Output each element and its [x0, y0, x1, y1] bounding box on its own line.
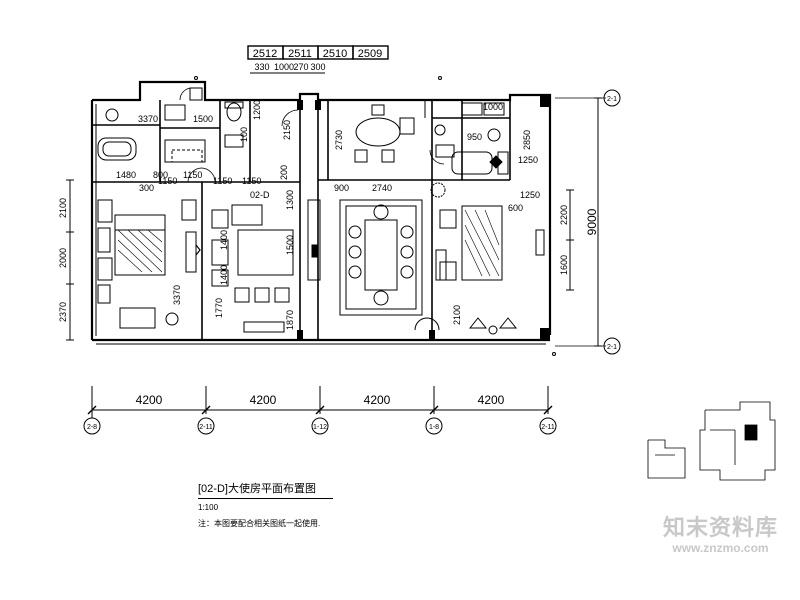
bottom-bubble-4: 1-8 [429, 424, 439, 431]
dim-o: 1300 [285, 190, 295, 210]
watermark: 知末资料库 www.znzmo.com [648, 515, 793, 555]
bottom-bubble-3: 1-12 [313, 424, 327, 431]
columns [297, 95, 550, 340]
left-bathroom [97, 87, 244, 163]
right-dimension-chain: 2200 1600 9000 [555, 97, 606, 347]
right-bathroom [451, 102, 509, 175]
bottom-axis-bubbles: 2-8 2-11 1-12 1-8 2-11 [83, 414, 557, 435]
top-dim-3: 270 [293, 62, 308, 72]
right-dim-1: 2200 [559, 205, 569, 225]
dim-i: 1480 [116, 170, 136, 180]
dim-t: 3370 [172, 285, 182, 305]
dim-ad: 1150 [158, 176, 177, 186]
door-swings [179, 87, 445, 183]
dim-v: 1870 [285, 310, 295, 330]
right-axis-bubbles: 2-1 2-1 [603, 89, 621, 355]
drawing-scale: 1:100 [198, 503, 219, 512]
dim-c: 2730 [334, 130, 344, 150]
dim-j: 300 [139, 183, 154, 193]
axis-dim-1: 4200 [136, 393, 163, 407]
dim-w: 2100 [452, 305, 462, 325]
room-code-label: 02-D [250, 190, 270, 200]
ref-box-4: 2509 [358, 48, 382, 60]
left-dim-3: 2370 [58, 302, 68, 322]
dim-k: 800 [153, 170, 168, 180]
overall-height-dim: 9000 [585, 208, 599, 235]
exterior-walls [90, 80, 552, 345]
right-bubble-bottom: 2-1 [607, 344, 617, 351]
second-bedroom [430, 182, 545, 335]
dim-y: 1500 [285, 235, 295, 255]
ref-box-3: 2510 [323, 48, 347, 60]
dim-n: 1150 [242, 176, 261, 186]
drawing-note: 注：本图要配合相关图纸一起使用. [198, 519, 321, 528]
corner-markers [194, 76, 556, 356]
top-dim-1: 330 [254, 62, 269, 72]
dim-q: 2740 [372, 183, 392, 193]
key-plan [647, 401, 776, 481]
ref-box-2: 2511 [288, 48, 312, 60]
right-dim-2: 1600 [559, 255, 569, 275]
reference-boxes: 2512 2511 2510 2509 [247, 45, 389, 60]
ref-box-1: 2512 [253, 48, 277, 60]
dim-x: 1400 [219, 230, 229, 250]
interior-dimensions: 3370 1500 1480 300 800 1150 1150 1150 90… [116, 100, 540, 330]
axis-dim-4: 4200 [478, 393, 505, 407]
left-dimension-chain: 2100 2000 2370 [58, 179, 74, 341]
drawing-title: [02-D]大使房平面布置图 [198, 483, 316, 495]
bottom-bubble-1: 2-8 [87, 424, 97, 431]
living-room: 02-D [211, 190, 321, 333]
dim-a: 3370 [138, 114, 158, 124]
top-dim-4: 300 [310, 62, 325, 72]
top-dimensions: 330 1000 270 300 [250, 62, 326, 74]
watermark-url: www.znzmo.com [672, 541, 769, 555]
axis-dim-3: 4200 [364, 393, 391, 407]
dim-m: 1150 [213, 176, 232, 186]
dim-u: 1770 [214, 298, 224, 318]
top-dim-2: 1000 [274, 62, 294, 72]
watermark-brand: 知末资料库 [662, 515, 778, 540]
dim-b: 2150 [282, 120, 292, 140]
drawing-title-block: [02-D]大使房平面布置图 1:100 注：本图要配合相关图纸一起使用. [198, 483, 398, 529]
dim-g: 2850 [522, 130, 532, 150]
axis-dim-2: 4200 [250, 393, 277, 407]
dim-z: 1400 [219, 265, 229, 285]
dim-aa: 200 [279, 165, 289, 180]
dim-d: 1500 [193, 114, 213, 124]
bottom-bubble-2: 2-11 [199, 424, 213, 431]
dining-room [339, 199, 447, 331]
dim-ac: 100 [239, 127, 249, 142]
dim-f: 950 [467, 132, 482, 142]
study-room [354, 99, 455, 163]
bottom-bubble-5: 2-11 [541, 424, 555, 431]
master-bedroom [97, 199, 201, 329]
right-bubble-top: 2-1 [607, 96, 617, 103]
bottom-axis-dimensions: 4200 4200 4200 4200 [87, 386, 553, 416]
dim-r: 1250 [520, 190, 540, 200]
dim-h: 1250 [518, 155, 538, 165]
left-dim-2: 2000 [58, 248, 68, 268]
dim-ab: 1200 [252, 100, 262, 120]
dim-e: 1000 [483, 102, 503, 112]
left-dim-1: 2100 [58, 198, 68, 218]
interior-walls [92, 100, 511, 340]
dim-s: 600 [508, 203, 523, 213]
title-underline [198, 498, 333, 499]
dim-l: 1150 [183, 170, 202, 180]
dim-p: 900 [334, 183, 349, 193]
